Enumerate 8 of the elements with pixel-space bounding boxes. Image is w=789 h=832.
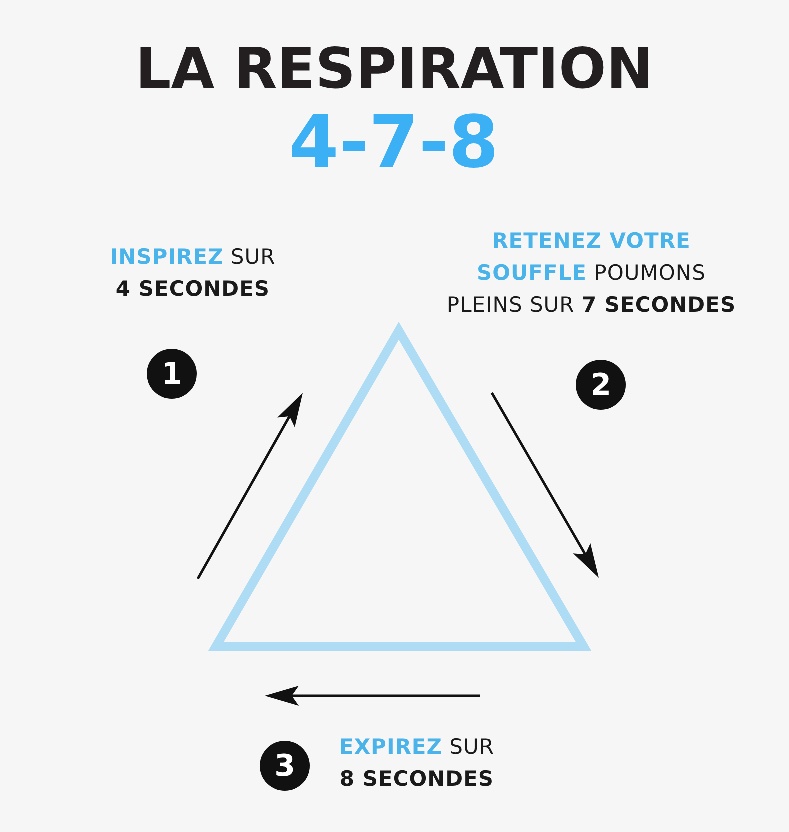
- instruction-text: RETENEZ VOTRE SOUFFLE POUMONS PLEINS SUR 7 SECONDES: [446, 228, 738, 319]
- numbered-circle: 3: [260, 741, 310, 791]
- title: LA RESPIRATION: [134, 42, 654, 98]
- instruction-text: EXPIREZ SUR 8 SECONDES: [338, 734, 496, 793]
- subtitle: 4-7-8: [288, 106, 500, 178]
- instruction-text: INSPIREZ SUR 4 SECONDES: [109, 244, 277, 303]
- numbered-circle: 1: [147, 349, 197, 399]
- numbered-circle: 2: [576, 360, 626, 410]
